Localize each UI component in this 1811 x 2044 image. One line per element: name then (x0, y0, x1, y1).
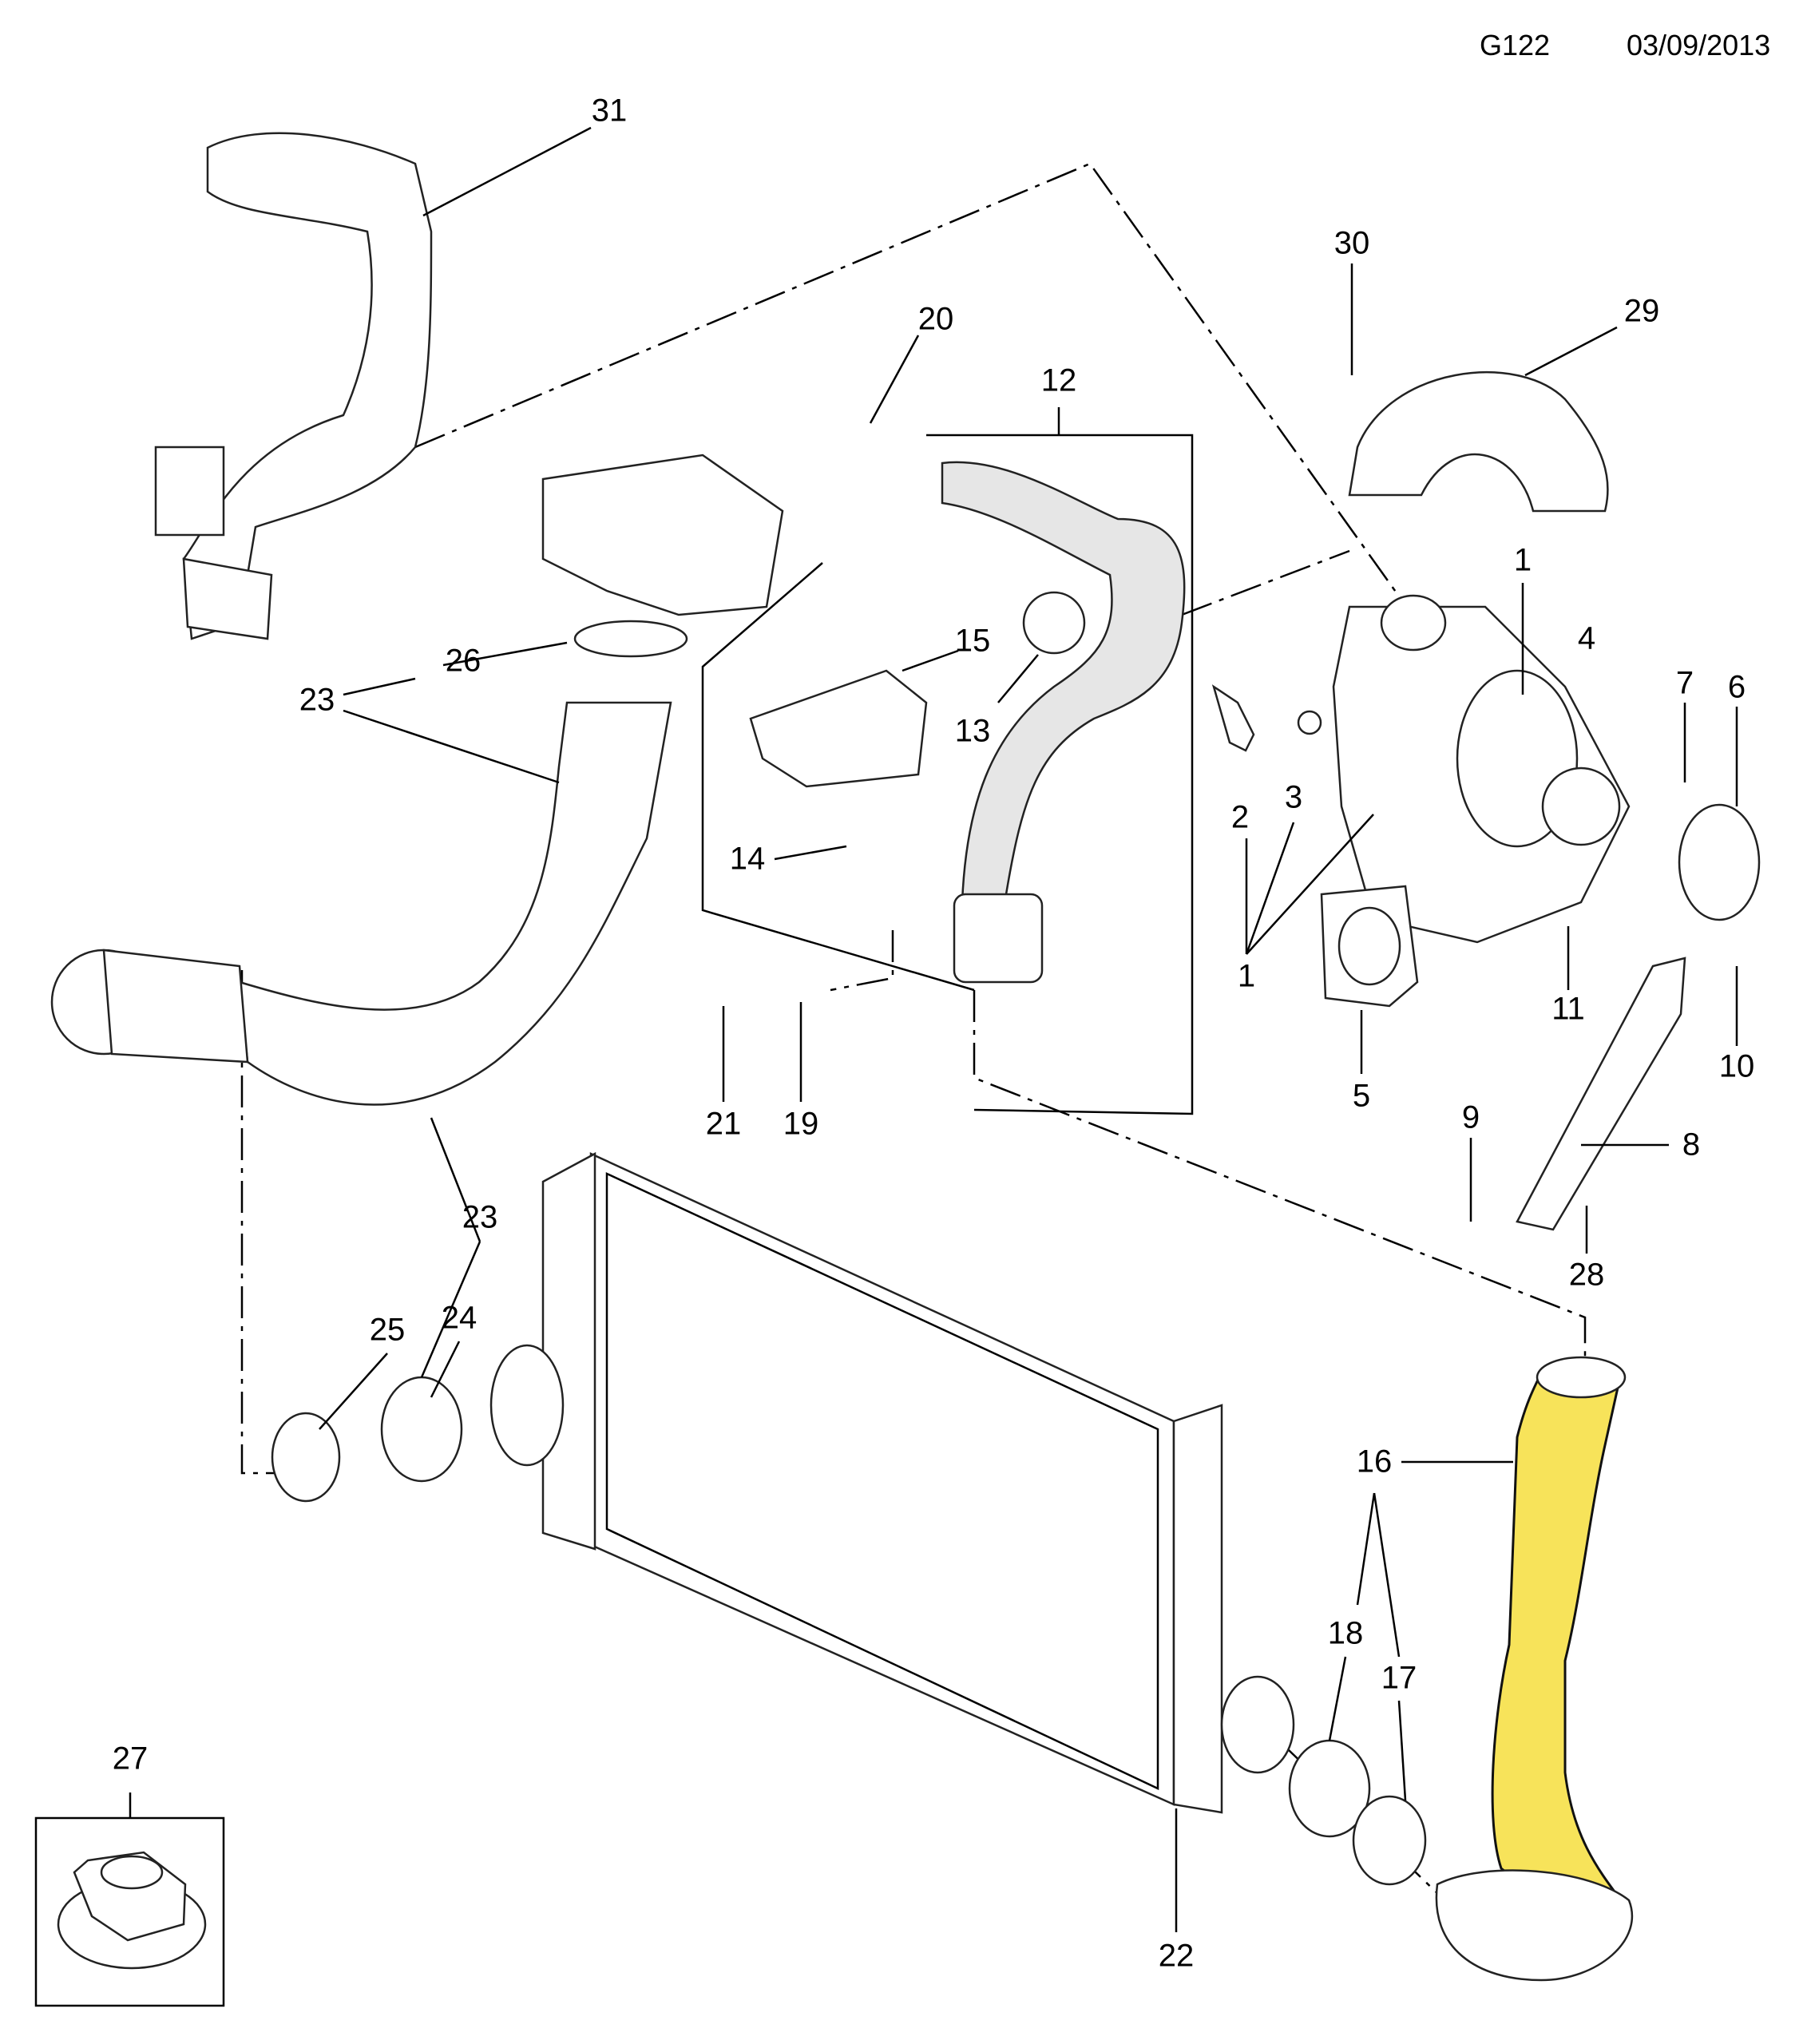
part-16-charge-air-pipe (1435, 1356, 1634, 1982)
part-25-seal-ring (271, 1412, 341, 1503)
callout-5: 5 (1352, 1078, 1371, 1114)
callout-1-bottom: 1 (1237, 958, 1256, 994)
callout-25: 25 (369, 1312, 406, 1348)
callout-11: 11 (1551, 991, 1585, 1027)
part-29-heat-shield (1348, 371, 1609, 513)
callout-4: 4 (1577, 620, 1596, 656)
callout-1-top: 1 (1513, 542, 1532, 578)
throttle-body (541, 454, 784, 616)
callout-26: 26 (445, 643, 481, 679)
callout-31: 31 (591, 93, 628, 129)
callout-8: 8 (1682, 1127, 1701, 1163)
callout-29: 29 (1623, 293, 1660, 329)
callout-2: 2 (1230, 799, 1250, 835)
part-6-gasket-ring (1678, 803, 1761, 921)
diagram-code: G122 (1480, 29, 1551, 61)
part-13-seal-ring (1022, 591, 1086, 655)
callout-21: 21 (705, 1106, 742, 1142)
diagram-date: 03/09/2013 (1627, 29, 1771, 61)
assembly-line-pipe-to-turbo (1181, 549, 1350, 616)
callout-17: 17 (1381, 1660, 1417, 1696)
part-26-clamp (573, 620, 688, 658)
callout-15: 15 (954, 623, 991, 659)
callout-7: 7 (1675, 665, 1694, 701)
part-1-turbocharger (1332, 594, 1631, 944)
callout-27: 27 (112, 1741, 149, 1777)
part-31-hose (154, 132, 433, 640)
callout-9: 9 (1461, 1099, 1480, 1135)
callout-22: 22 (1158, 1938, 1195, 1974)
callout-30: 30 (1333, 225, 1370, 261)
callout-23-top: 23 (299, 682, 335, 718)
part-12-pipe (941, 461, 1186, 984)
callout-3: 3 (1284, 779, 1303, 815)
part-15-heat-shield (749, 669, 928, 788)
assembly-line-12-to-16 (973, 990, 1587, 1365)
callout-12: 12 (1040, 362, 1077, 398)
part-12-group-frame-left (701, 562, 975, 992)
callout-10: 10 (1718, 1048, 1755, 1084)
callout-18: 18 (1327, 1615, 1364, 1651)
callout-23-mid: 23 (462, 1199, 498, 1235)
part-2-fitting (1211, 684, 1255, 752)
part-24-clamp (380, 1376, 463, 1483)
callout-13: 13 (954, 713, 991, 749)
part-23-intake-hose (50, 701, 672, 1106)
part-3-seal (1297, 710, 1322, 735)
callout-20: 20 (917, 301, 954, 337)
callout-28: 28 (1568, 1257, 1605, 1293)
callout-14: 14 (729, 841, 766, 877)
assembly-line-31-to-turbo (414, 162, 1431, 640)
callout-6: 6 (1727, 669, 1746, 705)
callout-19: 19 (783, 1106, 819, 1142)
callout-24: 24 (441, 1300, 478, 1336)
part-27-flange-nut (57, 1851, 207, 1970)
assembly-line-19 (830, 930, 894, 992)
part-22-intercooler (489, 1151, 1295, 1814)
part-17-seal-ring (1352, 1795, 1427, 1886)
part-8-bracket (1516, 957, 1686, 1231)
callout-16: 16 (1356, 1444, 1393, 1480)
